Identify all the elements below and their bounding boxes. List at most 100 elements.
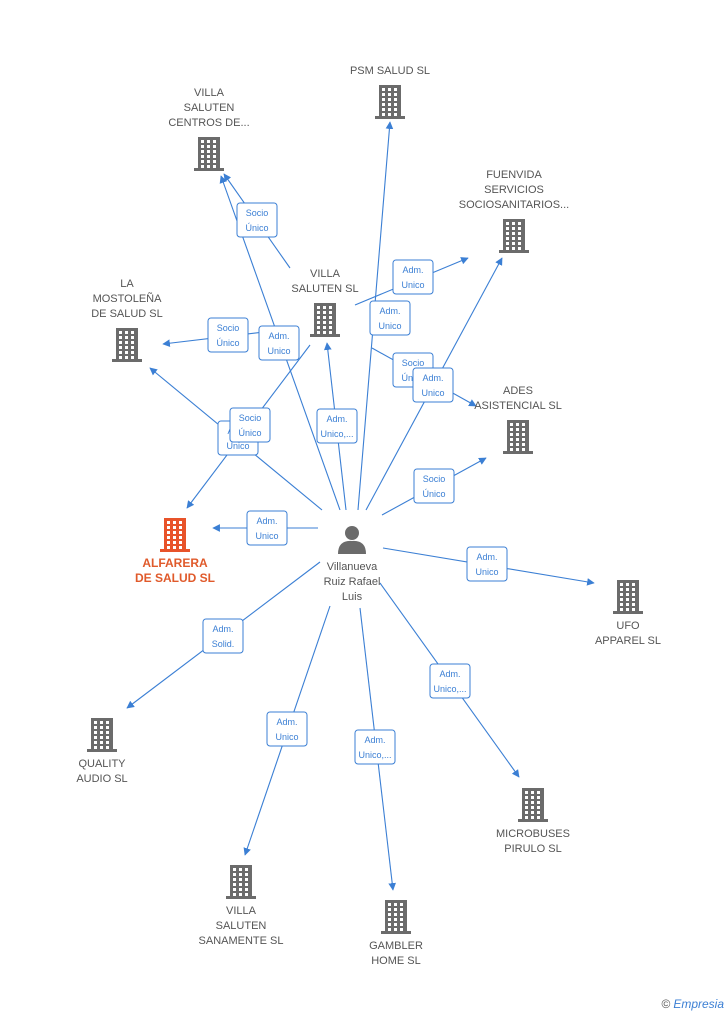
company-villa_saluten-label: SALUTEN SL <box>291 283 358 295</box>
company-fuenvida-label: SOCIOSANITARIOS... <box>459 199 569 211</box>
relation-label-person-ufo[interactable]: Adm.Unico <box>466 546 508 582</box>
company-psm-label: PSM SALUD SL <box>350 65 430 77</box>
relation-label-box <box>207 317 249 353</box>
relation-label-line: Unico,... <box>358 750 391 760</box>
relation-label-line: Adm. <box>326 414 347 424</box>
relation-label-line: Unico <box>378 321 401 331</box>
relation-label-line: Único <box>238 428 261 438</box>
building-icon <box>381 900 411 934</box>
relation-label-person-villa_saluten[interactable]: Adm. Unico,... <box>316 408 358 444</box>
person-icon <box>338 526 366 554</box>
company-node-psm[interactable] <box>375 85 405 119</box>
relation-label-line: Adm. <box>422 373 443 383</box>
relation-label-line: Unico <box>267 346 290 356</box>
relation-label-line: Adm. <box>476 552 497 562</box>
building-icon <box>226 865 256 899</box>
company-quality-label: AUDIO SL <box>76 773 127 785</box>
node-layer: PSM SALUD SL VILLA SALUTEN CENTROS DE... FUE… <box>76 65 661 967</box>
company-node-villa_sanamente[interactable] <box>226 865 256 899</box>
company-node-villa_saluten[interactable] <box>310 303 340 337</box>
relation-label-line: Adm. <box>402 265 423 275</box>
company-ades-label: ASISTENCIAL SL <box>474 400 562 412</box>
relation-label-person-gambler[interactable]: Adm. Unico,... <box>354 729 396 765</box>
building-icon <box>499 219 529 253</box>
relation-label-box <box>413 468 455 504</box>
company-villa_sanamente-label: SANAMENTE SL <box>199 935 284 947</box>
relation-label-person-microbuses[interactable]: Adm.Unico,... <box>429 663 471 699</box>
relation-label-person-fuenvida[interactable]: Adm. Unico <box>392 259 434 295</box>
relation-label-line: Unico,... <box>433 684 466 694</box>
relation-label-box <box>202 618 244 654</box>
relation-label-line: Unico,... <box>320 429 353 439</box>
relation-label-line: Socio <box>217 323 240 333</box>
relation-label-line: Adm. <box>379 306 400 316</box>
company-microbuses-label: MICROBUSES <box>496 828 570 840</box>
relation-label-line: Unico <box>226 441 249 451</box>
relation-label-line: Unico <box>401 280 424 290</box>
relation-label-line: Socio <box>246 208 269 218</box>
relation-label-person-villa_centros[interactable]: Adm. Unico <box>258 325 300 361</box>
company-node-quality[interactable] <box>87 718 117 752</box>
copyright-symbol: © <box>661 997 671 1011</box>
company-node-ades[interactable] <box>503 420 533 454</box>
relation-label-line: Único <box>245 223 268 233</box>
relation-label-line: Adm. <box>364 735 385 745</box>
relation-label-line: Unico <box>421 388 444 398</box>
relation-label-line: Socio <box>423 474 446 484</box>
company-ades-label: ADES <box>503 385 533 397</box>
relation-label-line: Único <box>422 489 445 499</box>
relation-label-person-ades[interactable]: Adm. Unico <box>412 367 454 403</box>
company-node-mostolena[interactable] <box>112 328 142 362</box>
company-villa_centros-label: CENTROS DE... <box>168 117 249 129</box>
company-node-alfarera[interactable] <box>160 518 190 552</box>
relation-label-line: Único <box>216 338 239 348</box>
company-villa_centros-label: VILLA <box>194 87 225 99</box>
relation-label-box <box>246 510 288 546</box>
relation-label-line: Adm. <box>268 331 289 341</box>
company-ufo-label: APPAREL SL <box>595 635 661 647</box>
relation-label-box <box>466 546 508 582</box>
company-gambler-label: GAMBLER <box>369 940 423 952</box>
relation-label-line: Adm. <box>256 516 277 526</box>
relation-label-line: Socio <box>239 413 262 423</box>
relation-label-box <box>354 729 396 765</box>
company-villa_sanamente-label: VILLA <box>226 905 257 917</box>
relation-label-box <box>266 711 308 747</box>
company-ufo-label: UFO <box>616 620 640 632</box>
building-icon <box>375 85 405 119</box>
company-mostolena-label: MOSTOLEÑA <box>93 292 163 305</box>
relation-label-person-psm[interactable]: Adm. Unico <box>369 300 411 336</box>
relation-label-person-quality[interactable]: Adm.Solid. <box>202 618 244 654</box>
company-villa_sanamente-label: SALUTEN <box>216 920 267 932</box>
company-node-gambler[interactable] <box>381 900 411 934</box>
relation-label-line: Unico <box>275 732 298 742</box>
building-icon <box>613 580 643 614</box>
relation-label-box <box>369 300 411 336</box>
relation-label-line: Unico <box>255 531 278 541</box>
company-node-villa_centros[interactable] <box>194 137 224 171</box>
company-mostolena-label: DE SALUD SL <box>91 308 163 320</box>
relation-label-box <box>392 259 434 295</box>
company-node-ufo[interactable] <box>613 580 643 614</box>
person-label: Villanueva <box>327 561 378 573</box>
company-node-microbuses[interactable] <box>518 788 548 822</box>
relation-label-line: Adm. <box>276 717 297 727</box>
person-node[interactable] <box>338 526 366 554</box>
building-icon <box>160 518 190 552</box>
company-fuenvida-label: FUENVIDA <box>486 169 542 181</box>
brand-watermark: ©Empresia <box>661 997 724 1011</box>
company-mostolena-label: LA <box>120 278 134 290</box>
relation-label-person-villa_sanamente[interactable]: Adm. Unico <box>266 711 308 747</box>
company-villa_centros-label: SALUTEN <box>184 102 235 114</box>
relation-label-person-alfarera[interactable]: Adm. Unico <box>246 510 288 546</box>
building-icon <box>87 718 117 752</box>
company-alfarera-label: DE SALUD SL <box>135 571 215 585</box>
company-node-fuenvida[interactable] <box>499 219 529 253</box>
relation-label-box <box>229 407 271 443</box>
relation-label-box <box>258 325 300 361</box>
building-icon <box>518 788 548 822</box>
